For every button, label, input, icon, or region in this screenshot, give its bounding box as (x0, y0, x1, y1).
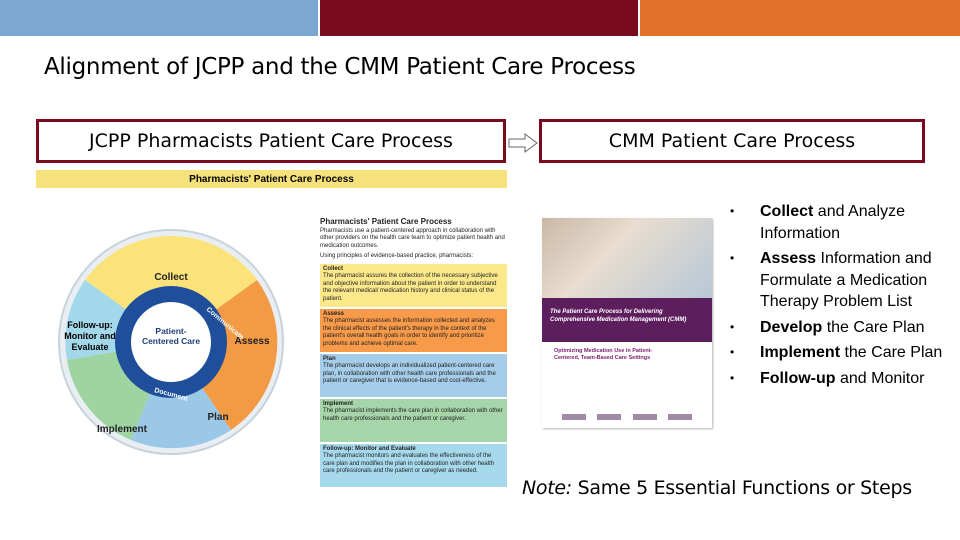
pcp-infographic: Pharmacists' Patient Care Process Collec… (36, 170, 507, 518)
panel-title: Pharmacists' Patient Care Process (320, 217, 452, 226)
pcp-header: Pharmacists' Patient Care Process (36, 170, 507, 188)
cmm-cover-image: The Patient Care Process for Delivering … (542, 218, 712, 428)
wheel-label-implement: Implement (97, 424, 148, 435)
wheel-label-collect: Collect (154, 272, 188, 283)
panel-using: Using principles of evidence-based pract… (320, 253, 474, 259)
cover-photo (542, 218, 712, 298)
bullet-icon: • (730, 345, 735, 359)
wheel-label-plan: Plan (207, 412, 228, 423)
top-bar-maroon (320, 0, 638, 36)
list-item: •Develop the Care Plan (730, 317, 960, 339)
jcpp-box-label: JCPP Pharmacists Patient Care Process (89, 130, 453, 152)
pcp-wheel: Collect Assess Plan Implement Follow-up:… (58, 229, 284, 455)
pcp-description-panel: Pharmacists' Patient Care Process Pharma… (320, 218, 507, 518)
cmm-box: CMM Patient Care Process (539, 119, 925, 163)
jcpp-box: JCPP Pharmacists Patient Care Process (36, 119, 506, 163)
bullet-icon: • (730, 251, 735, 265)
cmm-box-label: CMM Patient Care Process (608, 130, 856, 152)
list-item: •Assess Information and Formulate a Medi… (730, 250, 932, 310)
bullet-icon: • (730, 319, 735, 334)
top-bar-orange (640, 0, 960, 36)
list-item: •Implement the Care Plan (730, 342, 960, 364)
right-arrow-icon (508, 133, 538, 153)
cover-title: The Patient Care Process for Delivering … (542, 298, 712, 342)
wheel-center: Patient-Centered Care (141, 326, 201, 346)
bullet-icon: • (730, 204, 735, 218)
wheel-label-follow-up: Follow-up: Monitor and Evaluate (64, 320, 116, 352)
bullet-icon: • (730, 370, 735, 385)
panel-intro: Pharmacists use a patient-centered appro… (320, 227, 505, 249)
cover-subtitle: Optimizing Medication Use in Patient-Cen… (554, 348, 653, 361)
note-text: Same 5 Essential Functions or Steps (571, 477, 912, 499)
steps-list: •Collect and Analyze Information •Assess… (730, 201, 960, 393)
note: Note: Same 5 Essential Functions or Step… (522, 477, 912, 499)
slide-title: Alignment of JCPP and the CMM Patient Ca… (44, 54, 636, 80)
list-item: •Collect and Analyze Information (730, 203, 905, 242)
note-label: Note: (522, 477, 572, 499)
top-bar-blue (0, 0, 318, 36)
wheel-label-assess: Assess (234, 336, 269, 347)
list-item: •Follow-up and Monitor (730, 368, 960, 390)
cover-logos (562, 414, 692, 422)
